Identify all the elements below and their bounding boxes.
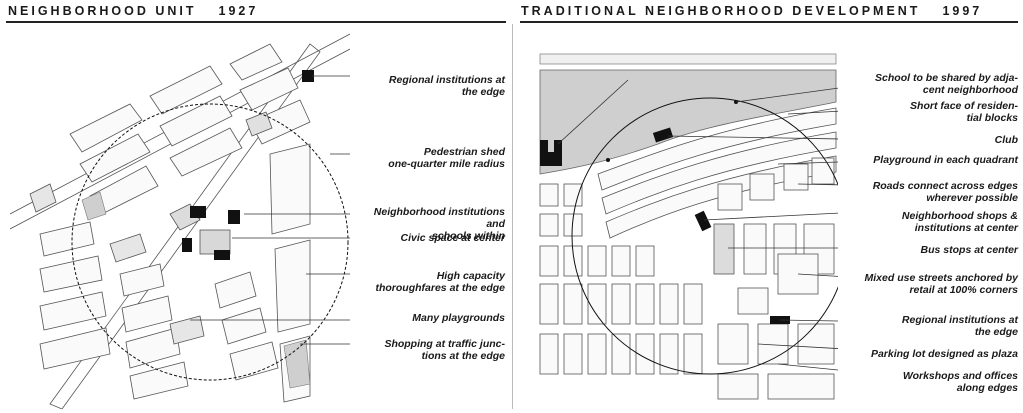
panel-divider (512, 24, 513, 409)
left-panel-title: NEIGHBORHOOD UNIT 1927 (8, 4, 258, 18)
left-leader-lines (190, 75, 350, 345)
right-label-short-face: Short face of residen- tial blocks (910, 100, 1018, 124)
right-label-neighborhood-shops: Neighborhood shops & institutions at cen… (901, 210, 1018, 234)
left-label-high-capacity: High capacity thoroughfares at the edge (375, 270, 505, 294)
right-label-mixed-use: Mixed use streets anchored by retail at … (864, 272, 1018, 296)
left-block-grid (29, 43, 311, 403)
left-title-year: 1927 (218, 4, 259, 18)
tnd-map (538, 24, 838, 409)
right-label-regional-institutions: Regional institutions at the edge (901, 314, 1018, 338)
park-area (539, 69, 837, 175)
right-grid-blocks (539, 157, 835, 400)
right-label-roads-connect: Roads connect across edges wherever poss… (872, 180, 1018, 204)
right-leader-lines (557, 79, 838, 371)
left-title-text: NEIGHBORHOOD UNIT (8, 4, 197, 18)
right-label-parking-lot: Parking lot designed as plaza (870, 348, 1018, 360)
right-label-playground: Playground in each quadrant (873, 154, 1018, 166)
left-institution-buildings (182, 70, 314, 260)
right-label-club: Club (994, 134, 1018, 146)
left-pedestrian-shed-circle (71, 103, 349, 381)
neighborhood-unit-map (10, 24, 350, 409)
right-panel-title: TRADITIONAL NEIGHBORHOOD DEVELOPMENT 1997 (521, 4, 982, 18)
left-label-regional-institutions: Regional institutions at the edge (388, 74, 505, 98)
left-shopping-corners (81, 191, 311, 389)
right-title-rule (520, 21, 1018, 23)
left-label-shopping: Shopping at traffic junc- tions at the e… (384, 338, 505, 362)
right-title-text: TRADITIONAL NEIGHBORHOOD DEVELOPMENT (521, 4, 921, 18)
right-label-workshops: Workshops and offices along edges (902, 370, 1018, 394)
left-label-civic-space: Civic space at center (400, 232, 505, 244)
right-title-year: 1997 (942, 4, 983, 18)
left-title-rule (6, 21, 506, 23)
left-label-neighborhood-institutions: Neighborhood institutions and schools wi… (373, 206, 505, 242)
right-label-bus-stops: Bus stops at center (920, 244, 1018, 256)
left-label-pedestrian-shed: Pedestrian shed one-quarter mile radius (388, 146, 505, 170)
right-pedestrian-shed-circle (571, 97, 838, 375)
left-label-playgrounds: Many playgrounds (412, 312, 505, 324)
right-label-shared-school: School to be shared by adja- cent neighb… (875, 72, 1018, 96)
